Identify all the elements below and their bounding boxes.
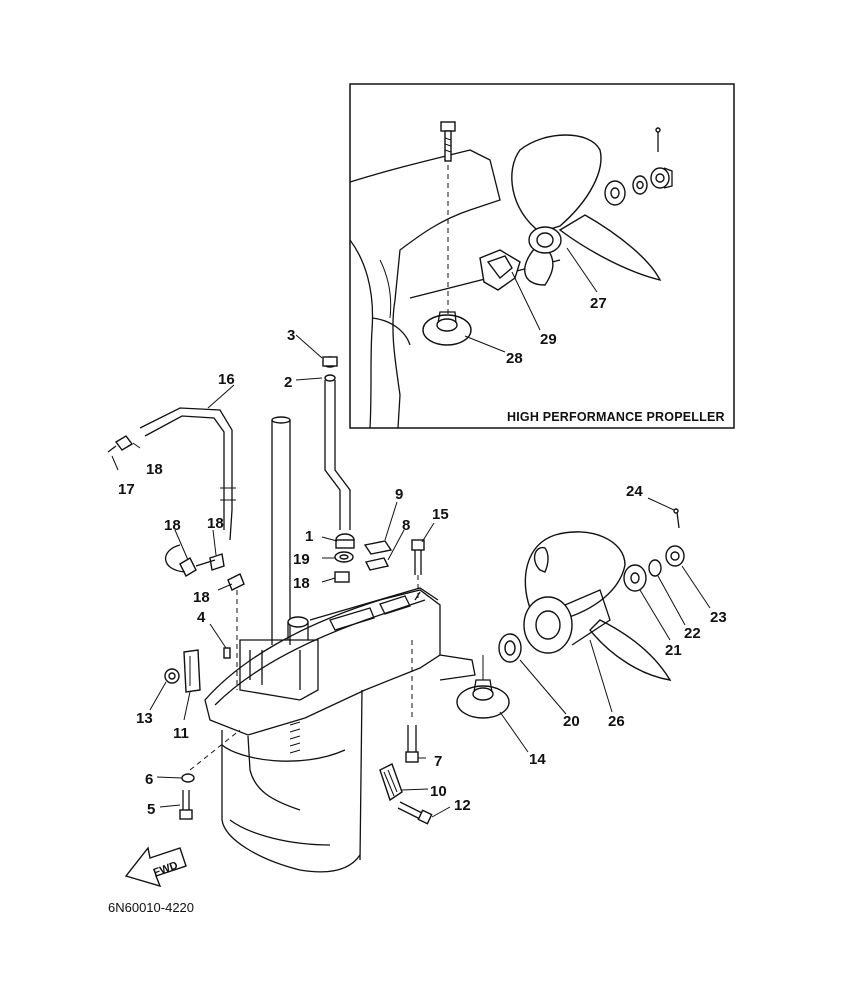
- callout-25: 24: [626, 483, 643, 500]
- bolt-icon: [397, 801, 433, 825]
- inset-caption: HIGH PERFORMANCE PROPELLER: [507, 410, 725, 424]
- fwd-arrow-icon: FWD: [124, 846, 187, 888]
- nut-icon: [665, 545, 685, 567]
- pin-icon: [363, 540, 393, 555]
- callout-1: 1: [305, 528, 313, 545]
- callout-16: 16: [218, 371, 235, 388]
- callout-8: 8: [402, 517, 410, 534]
- seal-icon: [335, 533, 355, 549]
- nut-icon: [164, 668, 180, 684]
- anode-icon: [183, 649, 201, 693]
- clip-icon: [209, 553, 225, 571]
- propeller-icon: [511, 134, 662, 286]
- callout-13: 13: [136, 710, 153, 727]
- callout-15: 15: [432, 506, 449, 523]
- washer-icon: [623, 564, 647, 592]
- washer-icon: [334, 551, 354, 563]
- bolt-icon: [179, 790, 193, 820]
- callout-5: 5: [147, 801, 155, 818]
- thrust-washer-icon: [498, 633, 522, 663]
- callout-9: 9: [395, 486, 403, 503]
- grommet-icon: [322, 356, 338, 368]
- hose-icon: [139, 407, 236, 541]
- callout-11: 11: [173, 725, 189, 742]
- clip-icon: [179, 557, 197, 577]
- callouts: 3 2 16 18 17 18 18 18 1 19 18 9 8 15 4 1…: [118, 327, 727, 818]
- callout-19: 18: [293, 575, 310, 592]
- bolt-icon: [405, 725, 419, 763]
- leader-lines: [111, 334, 711, 818]
- callout-24: 23: [710, 609, 727, 626]
- callout-23: 22: [684, 625, 701, 642]
- bolt-icon: [411, 539, 425, 575]
- clip-icon: [107, 435, 134, 453]
- washer-icon: [181, 773, 195, 783]
- washer-icon: [632, 175, 648, 195]
- callout-22: 21: [665, 642, 682, 659]
- callout-3: 3: [287, 327, 295, 344]
- bolt-icon: [440, 121, 456, 162]
- nut-icon: [650, 167, 673, 189]
- callout-12: 12: [454, 797, 471, 814]
- callout-26: 26: [608, 713, 625, 730]
- trim-tab-icon: [379, 763, 403, 802]
- pin-icon: [223, 647, 231, 659]
- callout-20: 19: [293, 551, 310, 568]
- spacer-icon: [422, 311, 472, 346]
- callout-18: 18: [146, 461, 163, 478]
- callout-14: 14: [529, 751, 546, 768]
- lower-unit-assembly: [204, 416, 476, 873]
- callout-18: 18: [207, 515, 224, 532]
- callout-7: 7: [434, 753, 442, 770]
- callout-18: 18: [193, 589, 210, 606]
- diagram-code: 6N60010-4220: [108, 900, 194, 915]
- inset-panel: 27 28 29 HIGH PERFORMANCE PROPELLER: [349, 83, 735, 429]
- pin-icon: [364, 557, 390, 571]
- callout-6: 6: [145, 771, 153, 788]
- callout-2: 2: [284, 374, 292, 391]
- cotter-pin-icon: [673, 508, 680, 529]
- callout-28: 28: [506, 350, 523, 367]
- washer-icon: [648, 559, 662, 577]
- clip-icon: [227, 573, 245, 591]
- callout-27: 27: [590, 295, 607, 312]
- callout-4: 4: [197, 609, 206, 626]
- water-tube-icon: [324, 374, 351, 530]
- callout-18: 18: [164, 517, 181, 534]
- callout-21: 20: [563, 713, 580, 730]
- propeller-icon: [523, 531, 672, 681]
- cotter-pin-icon: [655, 127, 661, 152]
- callout-10: 10: [430, 783, 447, 800]
- spacer-icon: [456, 679, 510, 719]
- grommet-icon: [334, 571, 350, 583]
- callout-17: 17: [118, 481, 135, 498]
- callout-29: 29: [540, 331, 557, 348]
- washer-icon: [604, 180, 626, 206]
